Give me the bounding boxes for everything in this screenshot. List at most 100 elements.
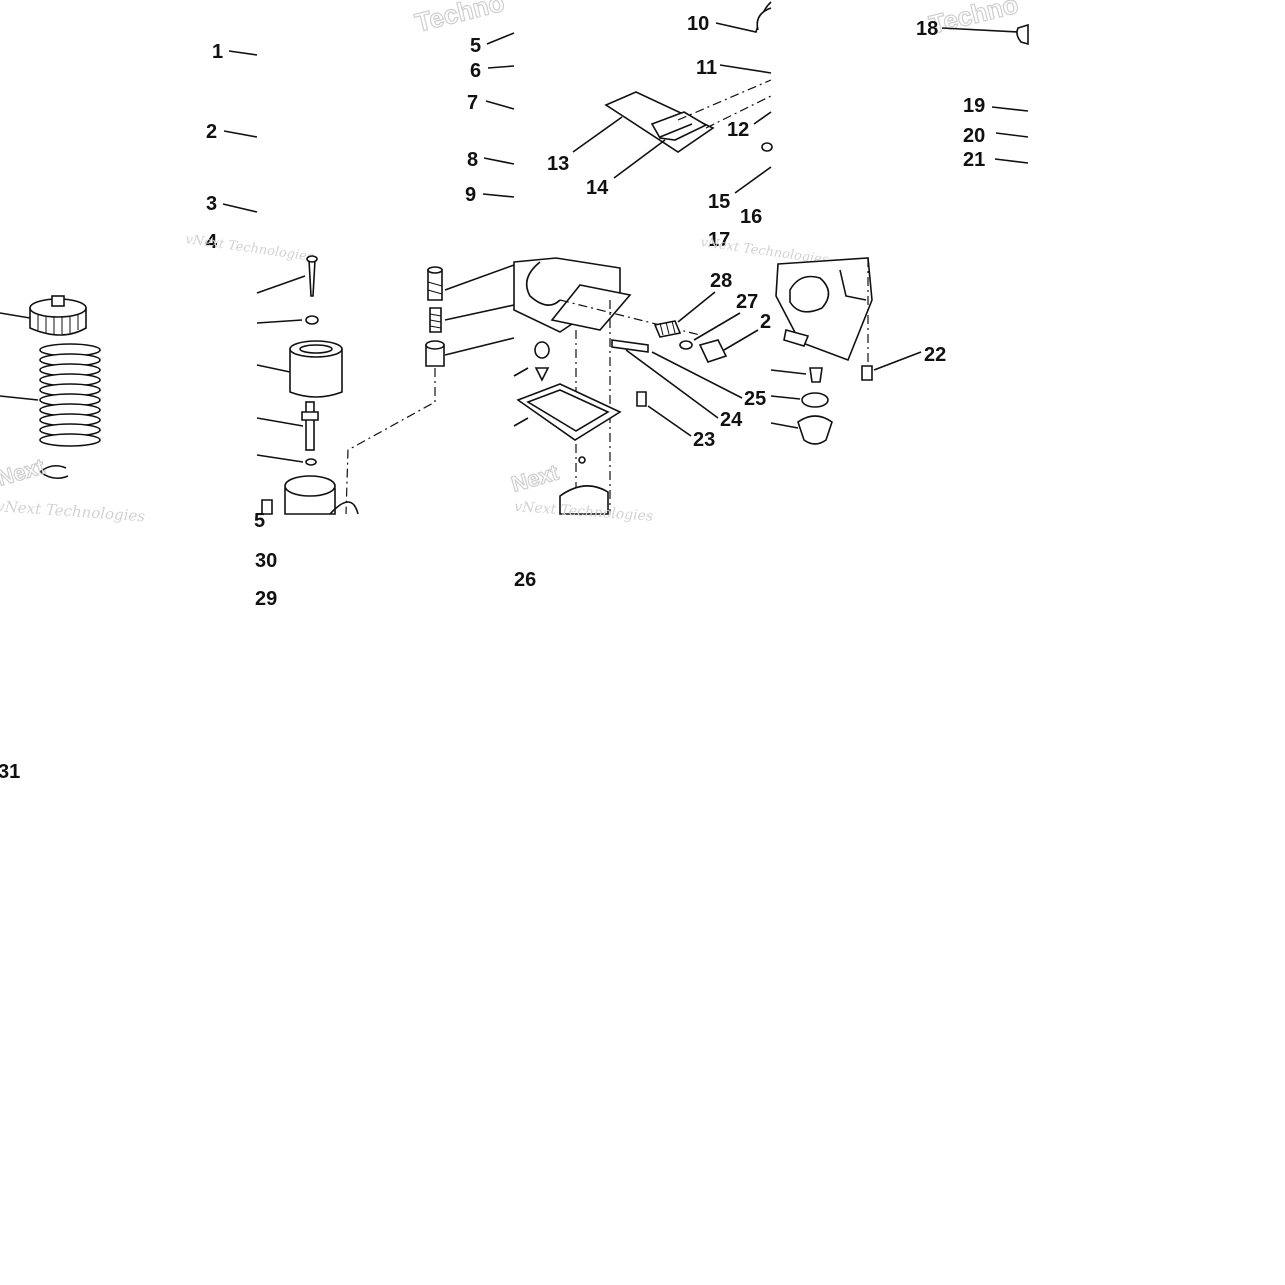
callout-2: 2 bbox=[206, 121, 217, 143]
callout-29: 29 bbox=[255, 588, 277, 610]
callout-22: 22 bbox=[924, 344, 946, 366]
tile-2: Techno 5 6 7 8 9 bbox=[412, 0, 515, 206]
e-clip bbox=[39, 464, 69, 480]
leader-21 bbox=[994, 158, 1029, 164]
leader-19 bbox=[991, 106, 1029, 112]
leader-line bbox=[444, 264, 515, 291]
needle-clip bbox=[306, 255, 318, 263]
callout-18: 18 bbox=[916, 18, 938, 40]
assembly-line bbox=[705, 95, 772, 129]
needle-tip bbox=[534, 367, 550, 382]
watermark-text: vNext Technologies bbox=[514, 499, 654, 525]
callout-13: 13 bbox=[547, 153, 569, 175]
throttle-slide-top bbox=[289, 340, 343, 358]
callout-24: 24 bbox=[720, 409, 743, 431]
leader-line bbox=[444, 337, 515, 356]
leader-line bbox=[256, 454, 304, 463]
leader-7 bbox=[485, 100, 515, 110]
leader-22 bbox=[873, 351, 922, 371]
callout-31: 31 bbox=[0, 761, 20, 783]
leader-line bbox=[770, 369, 807, 375]
callout-5: 5 bbox=[470, 35, 481, 57]
callout-16: 16 bbox=[740, 206, 762, 228]
plate-detail bbox=[659, 123, 693, 138]
carb-body-bore bbox=[525, 261, 561, 306]
o-ring bbox=[756, 7, 772, 31]
callout-27: 27 bbox=[736, 291, 758, 313]
main-jet-top bbox=[425, 340, 445, 350]
idle-spring-coils bbox=[659, 320, 676, 336]
leader-26 bbox=[723, 329, 759, 351]
choke-body bbox=[329, 501, 359, 515]
tile-3: 10 11 12 13 14 15 16 17 vNext Technologi… bbox=[547, 1, 830, 268]
small-washer bbox=[761, 142, 773, 152]
float-bowl-edge bbox=[839, 269, 867, 301]
callout-4: 4 bbox=[206, 231, 218, 253]
leader-14 bbox=[613, 139, 666, 179]
leader-5 bbox=[486, 32, 515, 45]
bowl-o-ring bbox=[801, 392, 829, 408]
leader-line bbox=[256, 275, 306, 294]
leader-20 bbox=[995, 132, 1029, 138]
tiny-pin bbox=[578, 456, 586, 464]
leader-25 bbox=[651, 351, 743, 399]
washer bbox=[305, 315, 319, 325]
leader-line bbox=[0, 395, 39, 401]
leader-line bbox=[0, 312, 31, 319]
tile-5: Next vNext Technologies bbox=[0, 295, 146, 525]
watermark-text: Next bbox=[508, 459, 561, 496]
leader-9 bbox=[482, 193, 515, 198]
carb-body-opening bbox=[284, 475, 336, 497]
float bbox=[559, 485, 609, 515]
watermark-text: Techno bbox=[926, 0, 1021, 40]
callout-8: 8 bbox=[467, 149, 478, 171]
leader-line bbox=[513, 367, 529, 377]
leader-27 bbox=[693, 312, 741, 341]
watermark-text: vNext Technologies bbox=[184, 232, 314, 265]
watermark-text: vNext Technologies bbox=[0, 497, 146, 525]
float-valve-plate bbox=[650, 111, 708, 141]
bowl-screw bbox=[861, 365, 873, 381]
spring-small-coils bbox=[429, 313, 442, 329]
leader-28 bbox=[677, 291, 716, 323]
pilot-jet-threads bbox=[427, 281, 443, 295]
callout-28: 28 bbox=[710, 270, 732, 292]
watermark-text: Next bbox=[0, 453, 48, 490]
needle-jet-holder bbox=[305, 401, 315, 451]
callout-11: 11 bbox=[696, 57, 717, 79]
callout-26: 26 bbox=[514, 569, 536, 591]
cap-part bbox=[1016, 23, 1029, 46]
float-bowl-chamber bbox=[789, 275, 830, 313]
leader-line bbox=[770, 422, 799, 429]
pilot-jet-top bbox=[427, 266, 443, 274]
hex-nut bbox=[301, 411, 319, 421]
callout-26-edge: 2 bbox=[760, 311, 771, 333]
leader-1 bbox=[228, 50, 258, 56]
leader-6 bbox=[487, 65, 515, 69]
leader-8 bbox=[483, 157, 515, 165]
tile-1: 1 2 3 4 vNext Technologies bbox=[184, 41, 314, 265]
leader-24 bbox=[625, 349, 719, 419]
throttle-slide-inner bbox=[299, 344, 333, 354]
callout-20: 20 bbox=[963, 125, 985, 147]
leader-18 bbox=[941, 27, 1019, 33]
callout-25: 25 bbox=[744, 388, 766, 410]
spring bbox=[39, 343, 101, 447]
callout-7: 7 bbox=[467, 92, 478, 114]
leader-3 bbox=[222, 203, 258, 213]
cap-ribs bbox=[37, 314, 79, 334]
idle-screw bbox=[698, 339, 728, 363]
tile-8: 22 bbox=[770, 257, 946, 445]
tile-6 bbox=[256, 255, 515, 515]
leader-line bbox=[770, 395, 801, 400]
leader-line bbox=[256, 417, 304, 427]
jet-needle bbox=[308, 259, 316, 297]
callout-12: 12 bbox=[727, 119, 749, 141]
leader-line bbox=[513, 417, 529, 427]
tile-4: Techno 18 19 20 21 bbox=[916, 0, 1029, 171]
tile-7: 28 27 2 25 24 23 Next vNext Technologies bbox=[508, 257, 771, 525]
main-jet bbox=[809, 367, 823, 383]
callout-23: 23 bbox=[693, 429, 715, 451]
